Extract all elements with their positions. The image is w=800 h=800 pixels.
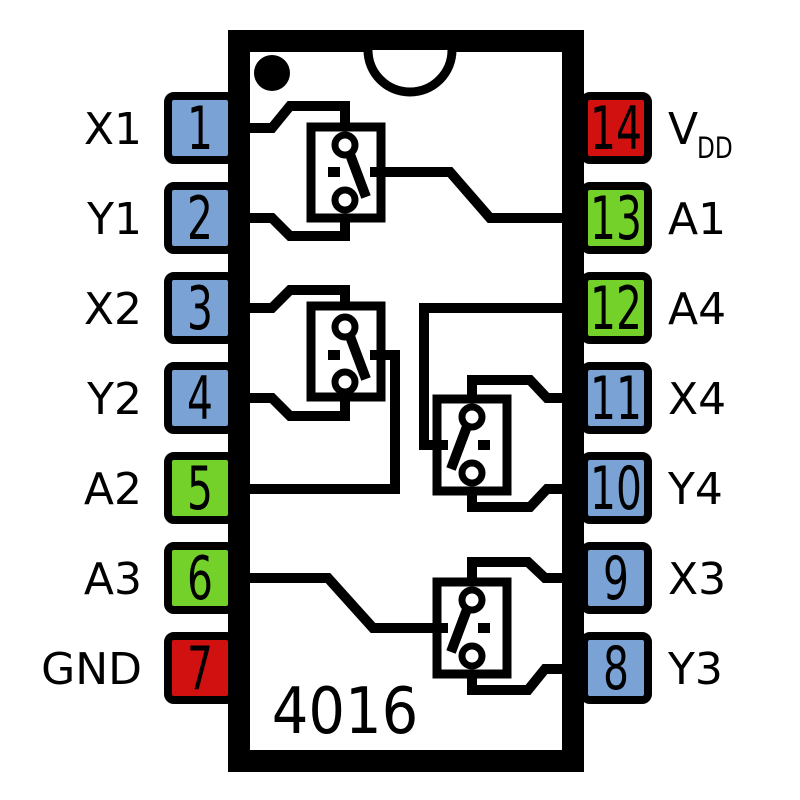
switch-2-terminal-top: [331, 313, 359, 341]
pin-12-box: [580, 272, 652, 344]
switch-4-box: [432, 577, 512, 679]
pin-8: 8 Y3: [580, 632, 723, 704]
pin-3-label: X2: [84, 284, 142, 335]
switch-3-y-wire: [467, 484, 578, 512]
pin-2-box: [164, 182, 236, 254]
pin-12-number: 12: [590, 274, 642, 344]
pin-8-box: [580, 632, 652, 704]
pin-5: 5 A2: [84, 452, 236, 524]
pin-13-label: A1: [668, 194, 726, 245]
pin-5-box: [164, 452, 236, 524]
pin-14-label-main: V: [668, 104, 698, 155]
switch-4-icon: [238, 557, 578, 695]
notch-icon: [363, 49, 457, 97]
switch-4-terminal-bottom: [458, 642, 486, 670]
switch-3-box: [432, 394, 512, 496]
pin-4: 4 Y2: [86, 362, 236, 434]
pin-11-number: 11: [590, 364, 642, 434]
pin-11: 11 X4: [580, 362, 726, 434]
pin-1-box: [164, 92, 236, 164]
pin-14-box: [580, 92, 652, 164]
pin-12: 12 A4: [580, 272, 726, 344]
pin-3: 3 X2: [84, 272, 236, 344]
pin-2-label: Y1: [86, 194, 142, 245]
pin-14-number: 14: [590, 94, 642, 164]
pin-7-box: [164, 632, 236, 704]
switch-1-y-wire: [238, 213, 350, 241]
switch-2-y-wire: [238, 393, 350, 421]
pin-6-label: A3: [84, 554, 142, 605]
pin-9: 9 X3: [580, 542, 726, 614]
pin-1-label: X1: [84, 104, 142, 155]
pin-6: 6 A3: [84, 542, 236, 614]
pin-3-box: [164, 272, 236, 344]
switch-3-x-wire: [467, 375, 578, 403]
switch-2-box: [306, 301, 386, 402]
part-number: 4016: [272, 674, 419, 749]
pin-10-label: Y4: [667, 464, 723, 515]
pin-5-number: 5: [187, 454, 213, 524]
pin-14-label-sub: DD: [697, 133, 733, 166]
switch-1-icon: [238, 101, 578, 241]
pin-2-number: 2: [187, 184, 213, 254]
pin-8-number: 8: [603, 634, 629, 704]
pin-1-number: 1: [187, 94, 213, 164]
pin-9-number: 9: [603, 544, 629, 614]
pin-9-box: [580, 542, 652, 614]
pin-13: 13 A1: [580, 182, 726, 254]
pin-9-label: X3: [668, 554, 726, 605]
ic-body: [228, 30, 584, 772]
pin-11-label: X4: [668, 374, 726, 425]
switch-3-terminal-bottom: [458, 459, 486, 487]
switch-2-icon: [238, 285, 400, 494]
pin1-dot-icon: [254, 55, 290, 91]
switch-1-x-wire: [238, 101, 350, 133]
pin-10: 10 Y4: [580, 452, 723, 524]
pin-11-box: [580, 362, 652, 434]
pin-7-number: 7: [187, 634, 213, 704]
switch-3-terminal-top: [458, 403, 486, 431]
switch-2-x-wire: [238, 285, 350, 313]
switch-1-terminal-top: [331, 131, 359, 159]
pin-6-number: 6: [187, 544, 213, 614]
pin-13-box: [580, 182, 652, 254]
pin-4-number: 4: [187, 364, 213, 434]
pin-4-label: Y2: [86, 374, 142, 425]
pin-4-box: [164, 362, 236, 434]
pin-7-label: GND: [41, 644, 142, 695]
switch-4-terminal-top: [458, 586, 486, 614]
switch-1-terminal-bottom: [331, 186, 359, 214]
pin-10-box: [580, 452, 652, 524]
switch-4-x-wire: [467, 557, 578, 583]
pin-3-number: 3: [187, 274, 213, 344]
switch-1-control-line: [370, 167, 578, 223]
switch-3-icon: [419, 303, 578, 512]
switch-1-box: [306, 122, 386, 223]
pin-13-number: 13: [590, 184, 642, 254]
pin-8-label: Y3: [667, 644, 723, 695]
pin-14: 14 V DD: [580, 92, 733, 166]
pin-6-box: [164, 542, 236, 614]
pin-7: 7 GND: [41, 632, 236, 704]
switch-4-control-line: [238, 573, 448, 633]
pin-1: 1 X1: [84, 92, 236, 164]
switch-4-y-wire: [467, 664, 578, 695]
pin-12-label: A4: [668, 284, 726, 335]
pin-5-label: A2: [84, 464, 142, 515]
switch-2-terminal-bottom: [331, 368, 359, 396]
pin-10-number: 10: [590, 454, 642, 524]
pin-2: 2 Y1: [86, 182, 236, 254]
